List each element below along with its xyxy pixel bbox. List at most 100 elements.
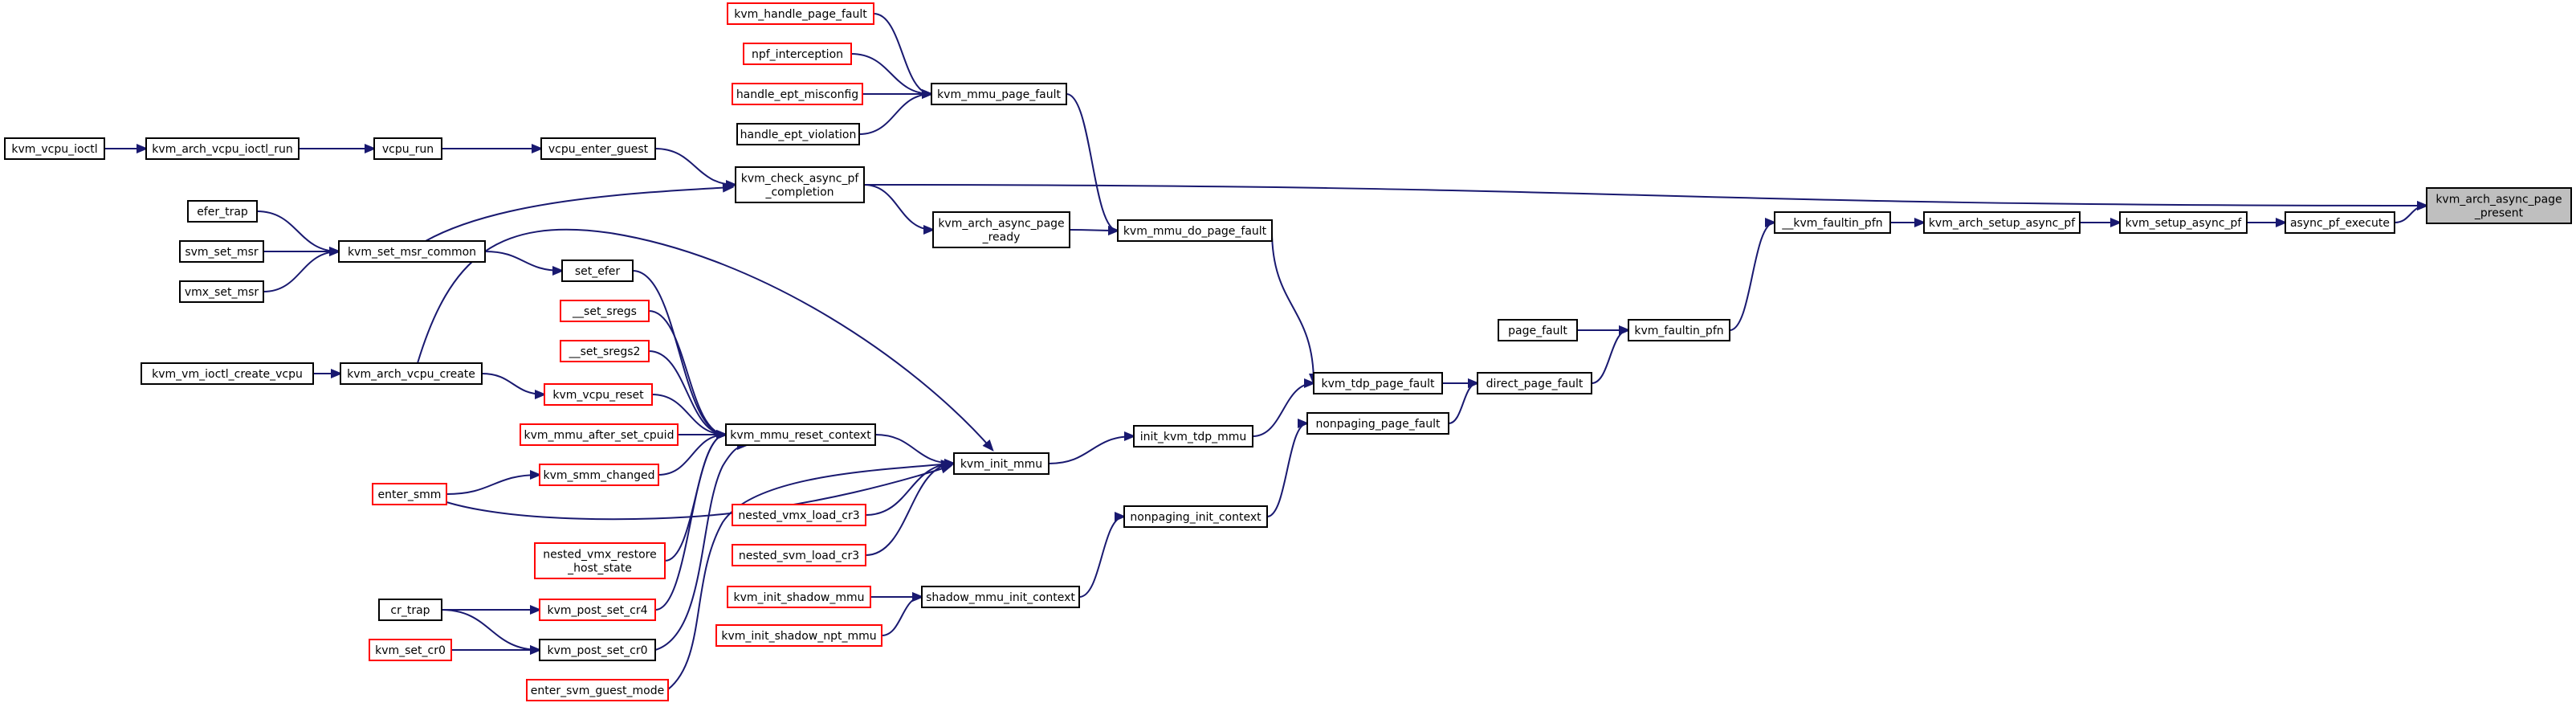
edge-line (858, 93, 932, 135)
edge-line (648, 350, 727, 435)
arrow-head-icon (2417, 201, 2429, 210)
node-kvm-smm-changed[interactable]: kvm_smm_changed (539, 464, 659, 486)
node-label: nonpaging_init_context (1130, 511, 1262, 524)
node-box (526, 679, 669, 701)
node-kvm-mmu-do-page-fault[interactable]: kvm_mmu_do_page_fault (1117, 219, 1273, 242)
arrow-head-icon (1124, 431, 1136, 441)
node-kvm-mmu-reset-context[interactable]: kvm_mmu_reset_context (725, 423, 876, 446)
node-cr-trap[interactable]: cr_trap (378, 599, 442, 621)
edge-kvm_set_msr_common-to-kvm_check_async_pf_completion (425, 182, 735, 242)
node-box (145, 137, 300, 160)
node-kvm-arch-setup-async-pf[interactable]: kvm_arch_setup_async_pf (1923, 211, 2081, 234)
edge-line (658, 434, 727, 476)
arrow-head-icon (912, 592, 924, 602)
node-kvm-tdp-page-fault[interactable]: kvm_tdp_page_fault (1313, 372, 1443, 394)
edge-kvm_vm_ioctl_create_vcpu-to-kvm_arch_vcpu_create (313, 369, 343, 378)
node-set-sregs[interactable]: __set_sregs (560, 300, 650, 322)
node-vcpu-run[interactable]: vcpu_run (373, 137, 442, 160)
node-label: npf_interception (752, 48, 843, 61)
node-vcpu-enter-guest[interactable]: vcpu_enter_guest (540, 137, 656, 160)
node-kvm-vcpu-reset[interactable]: kvm_vcpu_reset (544, 383, 653, 406)
arrow-head-icon (982, 439, 994, 452)
node-label: svm_set_msr (185, 246, 259, 259)
node-label: kvm_vcpu_ioctl (11, 143, 97, 156)
node-box (725, 423, 876, 446)
node-kvm-check-async-pf-completion[interactable]: kvm_check_async_pf_completion (735, 166, 865, 203)
node-box (141, 362, 314, 385)
edge-line (441, 609, 540, 651)
node-kvm-faultin-pfn[interactable]: kvm_faultin_pfn (1628, 319, 1730, 341)
node-set-sregs2[interactable]: __set_sregs2 (560, 340, 650, 362)
node-nested-vmx-load-cr3[interactable]: nested_vmx_load_cr3 (732, 504, 866, 526)
node-kvm-arch-async-page-ready[interactable]: kvm_arch_async_page_ready (932, 211, 1070, 248)
node-kvm-post-set-cr4[interactable]: kvm_post_set_cr4 (539, 599, 656, 621)
node-async-pf-execute[interactable]: async_pf_execute (2285, 211, 2395, 234)
edge-line (874, 434, 955, 464)
node-kvm-init-shadow-npt-mmu[interactable]: kvm_init_shadow_npt_mmu (715, 624, 882, 647)
node-nested-vmx-restore-host-state[interactable]: nested_vmx_restore_host_state (534, 542, 666, 579)
node-vmx-set-msr[interactable]: vmx_set_msr (179, 280, 264, 303)
node-kvm-set-msr-common[interactable]: kvm_set_msr_common (338, 240, 486, 263)
edge-kvm_arch_vcpu_create-to-kvm_init_mmu (417, 228, 994, 452)
node-kvm-vcpu-ioctl[interactable]: kvm_vcpu_ioctl (4, 137, 105, 160)
edge-line (256, 210, 340, 252)
edge-line (263, 251, 340, 292)
node-kvm-post-set-cr0[interactable]: kvm_post_set_cr0 (539, 639, 656, 661)
node-label: direct_page_fault (1486, 378, 1584, 390)
edge-line (446, 474, 540, 495)
arrow-head-icon (722, 182, 735, 193)
node-label: kvm_faultin_pfn (1634, 325, 1723, 337)
node-handle-ept-misconfig[interactable]: handle_ept_misconfig (732, 83, 863, 105)
node-label: enter_svm_guest_mode (531, 685, 664, 697)
node-label: init_kvm_tdp_mmu (1140, 431, 1247, 443)
node-enter-svm-guest-mode[interactable]: enter_svm_guest_mode (526, 679, 669, 701)
node-kvm-handle-page-fault[interactable]: kvm_handle_page_fault (727, 2, 874, 25)
node-kvm-init-shadow-mmu[interactable]: kvm_init_shadow_mmu (727, 586, 871, 608)
node-nested-svm-load-cr3[interactable]: nested_svm_load_cr3 (732, 544, 866, 566)
node-enter-smm[interactable]: enter_smm (372, 483, 447, 505)
node-label: kvm_set_msr_common (348, 246, 476, 259)
node-nonpaging-page-fault[interactable]: nonpaging_page_fault (1306, 412, 1449, 435)
node-direct-page-fault[interactable]: direct_page_fault (1477, 372, 1592, 394)
node-box (4, 137, 105, 160)
edge-kvm_mmu_do_page_fault-to-kvm_tdp_page_fault (1271, 230, 1319, 386)
arrow-head-icon (716, 430, 728, 439)
edge-nested_vmx_load_cr3-to-kvm_init_mmu (865, 459, 956, 516)
node-handle-ept-violation[interactable]: handle_ept_violation (736, 123, 860, 145)
node-kvm-arch-async-page-present: kvm_arch_async_page_present (2426, 187, 2572, 224)
node-kvm-arch-vcpu-create[interactable]: kvm_arch_vcpu_create (340, 362, 483, 385)
edge-line (1591, 329, 1629, 384)
node-set-efer[interactable]: set_efer (561, 260, 634, 282)
node-npf-interception[interactable]: npf_interception (743, 43, 852, 65)
edge-vcpu_run-to-vcpu_enter_guest (441, 144, 544, 153)
node-init-kvm-tdp-mmu[interactable]: init_kvm_tdp_mmu (1133, 425, 1253, 447)
node-label: shadow_mmu_init_context (926, 591, 1075, 604)
node-box (953, 452, 1050, 475)
node-kvm-arch-vcpu-ioctl-run[interactable]: kvm_arch_vcpu_ioctl_run (145, 137, 300, 160)
node-nonpaging-init-context[interactable]: nonpaging_init_context (1123, 505, 1268, 528)
edge-kvm_faultin_pfn_inner-to-kvm_arch_setup_async_pf (1890, 218, 1926, 227)
node-kvm-mmu-page-fault[interactable]: kvm_mmu_page_fault (931, 83, 1067, 105)
node-kvm-setup-async-pf[interactable]: kvm_setup_async_pf (2119, 211, 2248, 234)
node-kvm-vm-ioctl-create-vcpu[interactable]: kvm_vm_ioctl_create_vcpu (141, 362, 314, 385)
node-page-fault[interactable]: page_fault (1498, 319, 1578, 341)
node-kvm-init-mmu[interactable]: kvm_init_mmu (953, 452, 1050, 475)
node-kvm-faultin-pfn-inner[interactable]: __kvm_faultin_pfn (1774, 211, 1891, 234)
edge-line (1048, 435, 1135, 464)
node-efer-trap[interactable]: efer_trap (187, 200, 258, 223)
node-kvm-mmu-after-set-cpuid[interactable]: kvm_mmu_after_set_cpuid (520, 423, 679, 446)
edge-line (865, 463, 955, 556)
arrow-head-icon (535, 390, 547, 399)
node-svm-set-msr[interactable]: svm_set_msr (179, 240, 264, 263)
node-label: __set_sregs2 (569, 345, 641, 358)
arrow-head-icon (1115, 512, 1127, 521)
node-shadow-mmu-init-context[interactable]: shadow_mmu_init_context (921, 586, 1080, 608)
node-label: efer_trap (197, 206, 248, 219)
edge-enter_smm-to-kvm_init_mmu (446, 464, 953, 521)
edge-kvm_init_mmu-to-init_kvm_tdp_mmu (1048, 431, 1136, 464)
node-box (1628, 319, 1730, 341)
node-box (539, 599, 656, 621)
node-kvm-set-cr0[interactable]: kvm_set_cr0 (369, 639, 452, 661)
edge-line (654, 148, 736, 186)
